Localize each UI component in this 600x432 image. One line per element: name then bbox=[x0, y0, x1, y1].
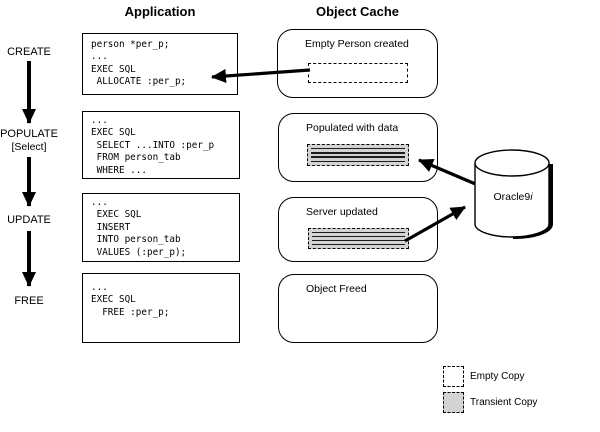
cache-box-title: Populated with data bbox=[306, 122, 399, 134]
code-line: EXEC SQL bbox=[91, 63, 136, 75]
code-line: ... bbox=[91, 282, 108, 293]
code-box-update: ... EXEC SQL INSERT INTO person_tab VALU… bbox=[82, 193, 240, 262]
object-cache-column-header: Object Cache bbox=[315, 4, 400, 19]
code-box-create: person *per_p; ... EXEC SQL ALLOCATE :pe… bbox=[82, 33, 238, 95]
stage-label-create: CREATE bbox=[7, 46, 51, 58]
data-line bbox=[311, 156, 405, 158]
stage-label-update: UPDATE bbox=[7, 214, 51, 226]
legend-empty-copy-label: Empty Copy bbox=[470, 371, 525, 382]
code-line: EXEC SQL bbox=[91, 127, 136, 139]
code-box-populate: ... EXEC SQL SELECT ...INTO :per_p FROM … bbox=[82, 111, 240, 179]
empty-copy-rect bbox=[308, 63, 408, 83]
application-column-header: Application bbox=[124, 4, 196, 19]
code-line: ... bbox=[91, 115, 108, 126]
legend-transient-copy-swatch bbox=[443, 392, 464, 413]
database-label: Oracle9i bbox=[493, 191, 533, 203]
database-cylinder-top bbox=[474, 149, 550, 177]
data-line bbox=[311, 160, 405, 163]
code-line: SELECT ...INTO :per_p bbox=[91, 139, 215, 151]
code-box-free: ... EXEC SQL FREE :per_p; bbox=[82, 273, 240, 343]
code-line: ALLOCATE :per_p; bbox=[91, 76, 187, 88]
cache-box-object-freed: Object Freed bbox=[278, 274, 438, 343]
cache-box-populated: Populated with data bbox=[278, 113, 438, 182]
cache-box-title: Server updated bbox=[306, 206, 378, 218]
code-line: EXEC SQL bbox=[91, 209, 142, 221]
stage-sublabel-select: [Select] bbox=[11, 141, 47, 153]
transient-copy-rect bbox=[308, 228, 409, 249]
data-line bbox=[311, 147, 405, 150]
code-line: EXEC SQL bbox=[91, 294, 136, 306]
code-line: FROM person_tab bbox=[91, 152, 181, 164]
stage-label-populate: POPULATE bbox=[0, 128, 58, 140]
code-line: ... bbox=[91, 197, 108, 208]
code-line: INTO person_tab bbox=[91, 234, 181, 246]
cache-box-server-updated: Server updated bbox=[278, 197, 438, 262]
cache-box-empty-person: Empty Person created bbox=[277, 29, 438, 98]
data-line bbox=[311, 152, 405, 154]
data-line bbox=[312, 239, 405, 242]
cache-box-title: Object Freed bbox=[306, 283, 367, 295]
data-line bbox=[312, 243, 405, 246]
transient-copy-rect bbox=[307, 144, 409, 166]
legend-empty-copy-swatch bbox=[443, 366, 464, 387]
data-line bbox=[312, 235, 405, 238]
code-line: VALUES (:per_p); bbox=[91, 246, 187, 258]
code-line: ... bbox=[91, 51, 108, 63]
code-line: WHERE ... bbox=[91, 164, 147, 176]
code-line: FREE :per_p; bbox=[91, 306, 170, 318]
stage-label-free: FREE bbox=[14, 295, 44, 307]
cache-box-title: Empty Person created bbox=[305, 38, 409, 50]
legend-transient-copy-label: Transient Copy bbox=[470, 397, 538, 408]
code-line: person *per_p; bbox=[91, 39, 170, 50]
code-line: INSERT bbox=[91, 221, 131, 233]
data-line bbox=[312, 231, 405, 234]
